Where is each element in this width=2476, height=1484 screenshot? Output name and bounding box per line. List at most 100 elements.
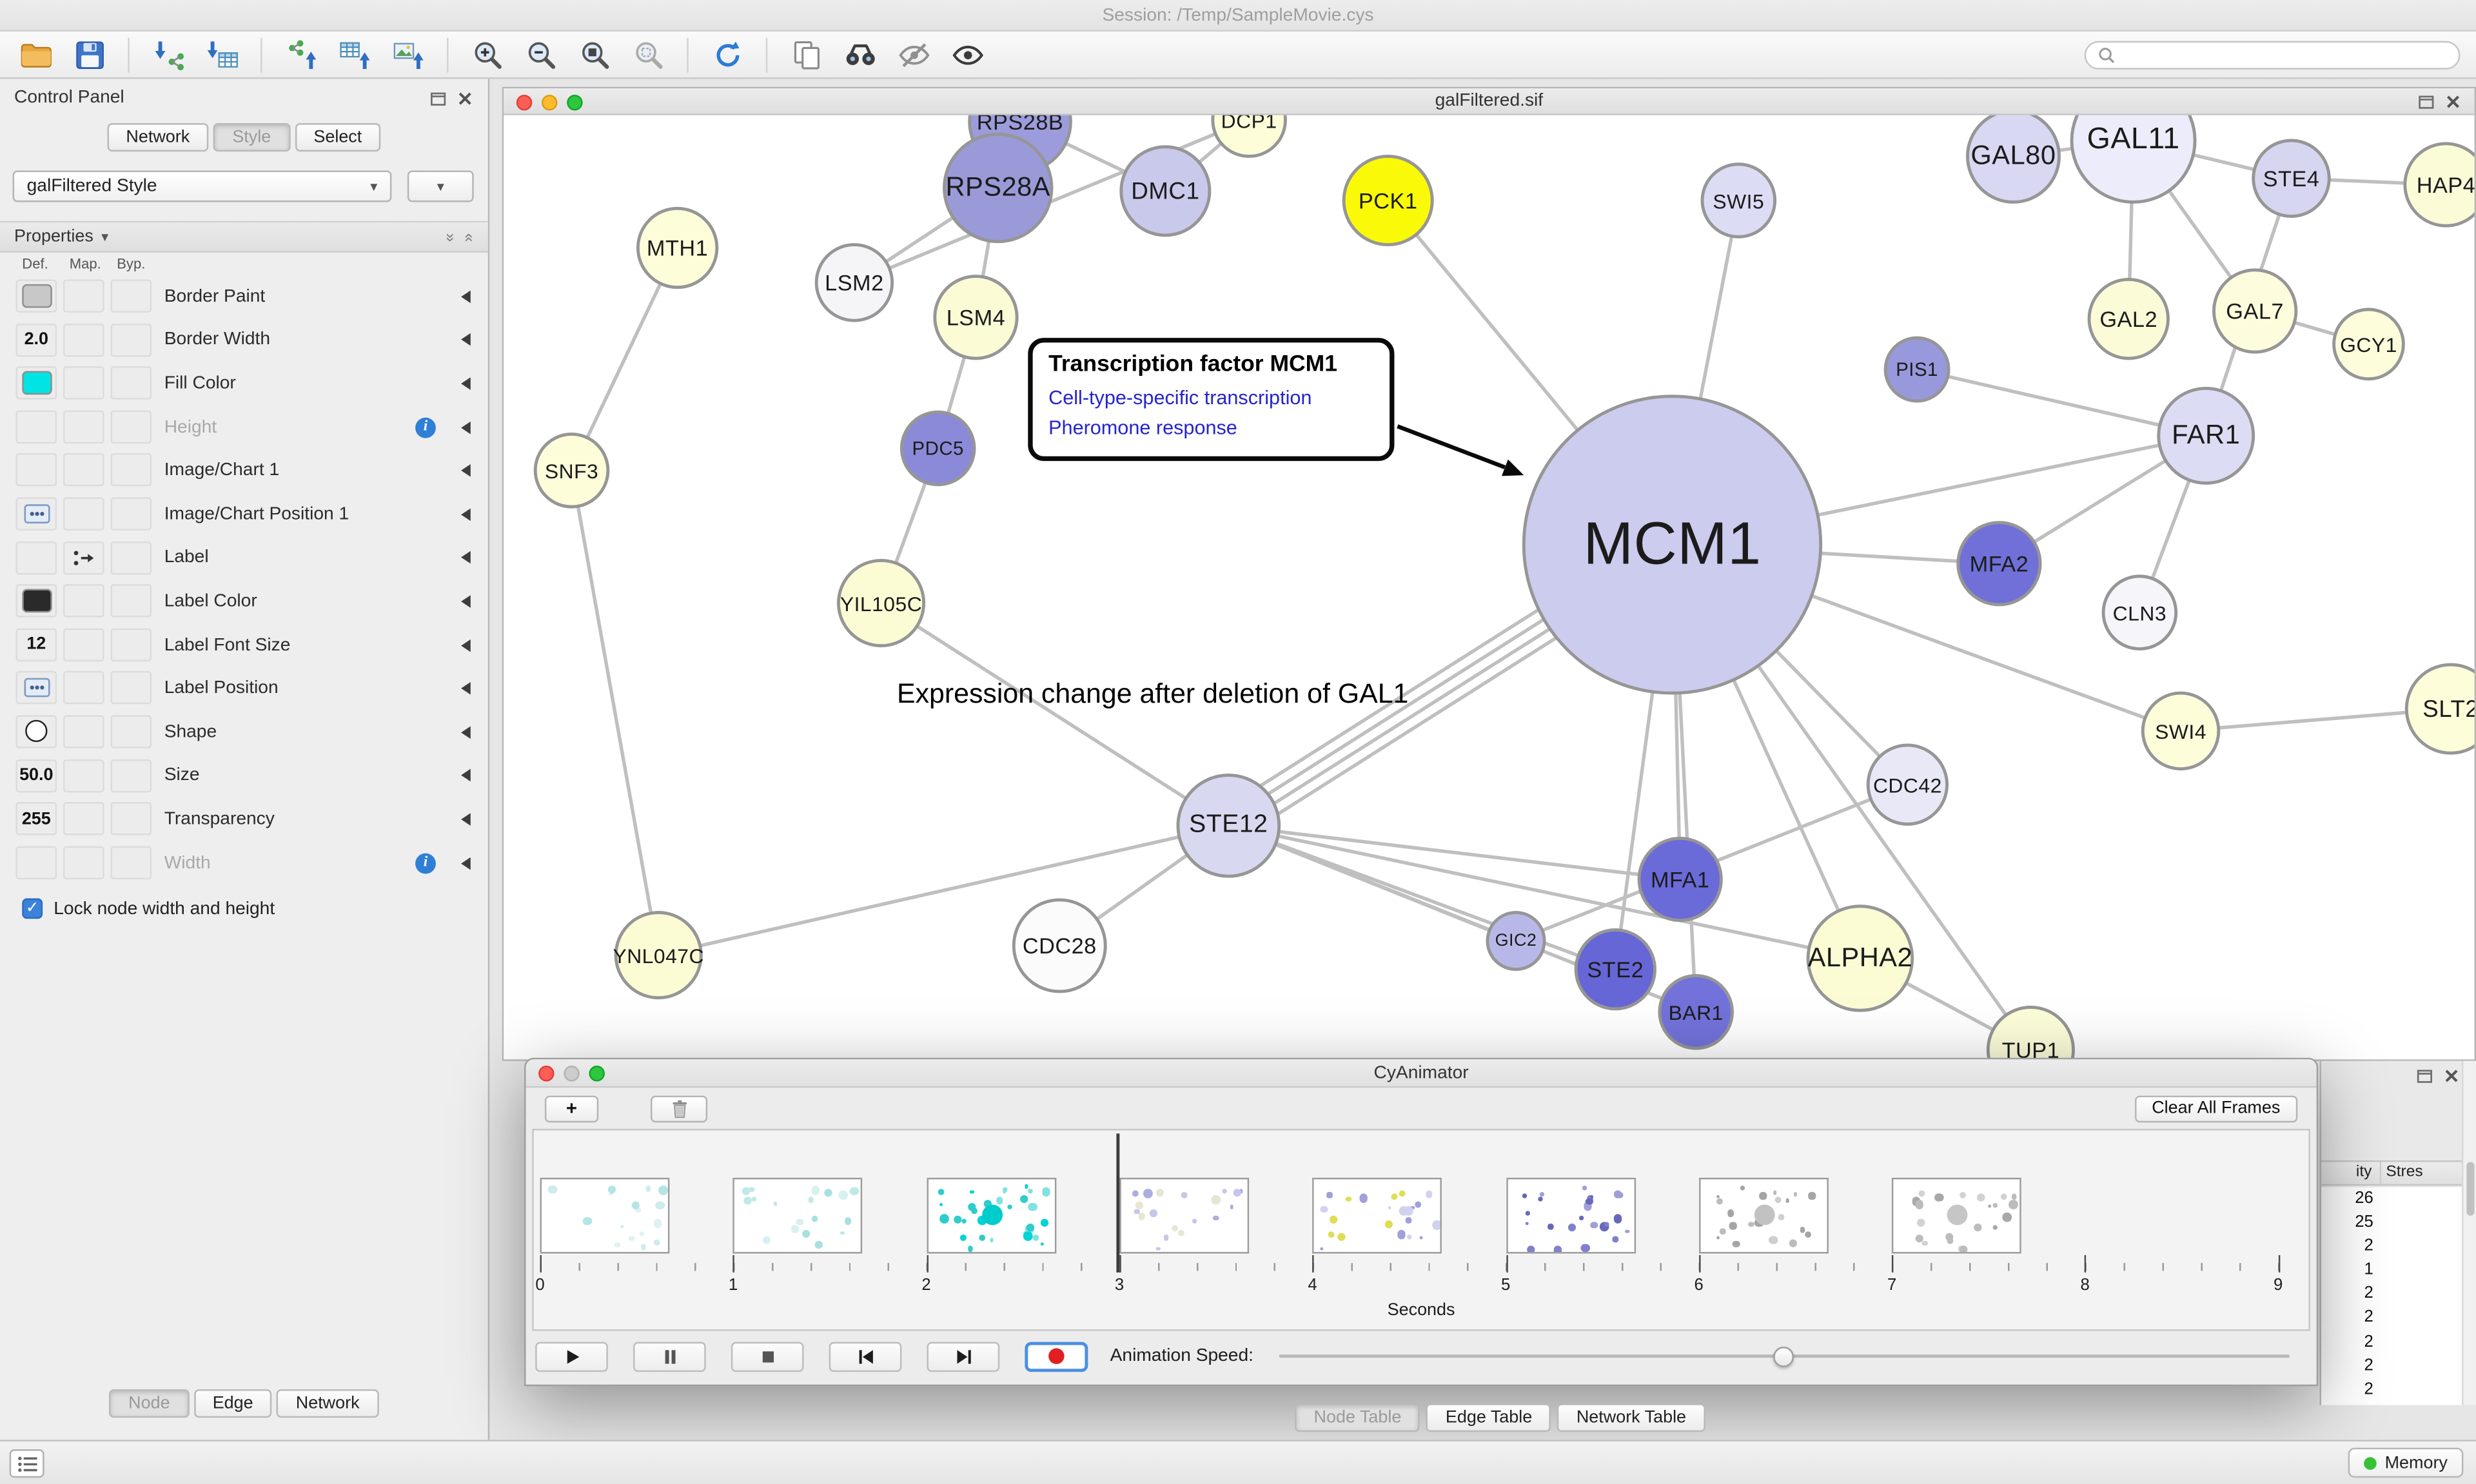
node-RPS28A[interactable]: RPS28A [943,132,1054,244]
mapping-cell[interactable] [63,715,104,748]
lock-size-row[interactable]: ✓ Lock node width and height [0,899,488,920]
table-row[interactable]: 2 [2321,1282,2463,1306]
node-CDC42[interactable]: CDC42 [1866,743,1949,826]
lock-size-checkbox[interactable]: ✓ [22,899,43,920]
node-GAL80[interactable]: GAL80 [1965,115,2061,204]
bypass-cell[interactable] [110,323,152,356]
zoom-in-icon[interactable] [467,35,507,74]
slider-thumb[interactable] [1774,1345,1794,1367]
bypass-cell[interactable] [110,540,152,574]
bypass-cell[interactable] [110,410,152,444]
prop-row-label-color[interactable]: Label Color [0,580,488,623]
close-panel-icon[interactable] [2443,1068,2461,1085]
panel-tab-node[interactable]: Node [109,1389,189,1418]
mapping-cell[interactable] [63,845,104,879]
default-value-cell[interactable] [15,845,57,879]
table-header-row[interactable]: ity Stres [2321,1160,2464,1186]
node-MFA2[interactable]: MFA2 [1956,521,2042,607]
node-STE4[interactable]: STE4 [2252,139,2331,218]
network-window-titlebar[interactable]: galFiltered.sif [504,88,2475,115]
frame-thumbnail-2[interactable] [926,1177,1056,1254]
default-value-cell[interactable]: 50.0 [15,758,57,792]
session-titlebar[interactable]: Session: /Temp/SampleMovie.cys [0,0,2476,32]
node-GIC2[interactable]: GIC2 [1486,911,1546,971]
frame-thumbnail-3[interactable] [1119,1177,1249,1254]
node-DMC1[interactable]: DMC1 [1119,145,1212,237]
play-button[interactable] [535,1341,608,1371]
find-icon[interactable] [840,35,879,74]
table-row[interactable]: 1 [2321,1259,2463,1283]
prop-row-label-position[interactable]: Label Position [0,667,488,710]
panel-tab-edge[interactable]: Edge [193,1389,273,1418]
minimize-window-button[interactable] [542,93,558,110]
close-window-button[interactable] [516,93,533,110]
column-header[interactable]: ity [2321,1162,2382,1184]
annotation-link[interactable]: Pheromone response [1048,416,1237,439]
edge-DCP1-LSM2[interactable] [853,118,1250,284]
node-GAL2[interactable]: GAL2 [2087,278,2170,360]
expand-property-icon[interactable] [461,813,471,826]
node-SWI4[interactable]: SWI4 [2141,691,2221,771]
previous-frame-button[interactable] [829,1341,902,1371]
mapping-cell[interactable] [63,671,104,705]
frame-thumbnail-4[interactable] [1312,1177,1442,1254]
table-row[interactable]: 2 [2321,1235,2463,1259]
frame-thumbnail-6[interactable] [1698,1177,1829,1254]
tab-style[interactable]: Style [213,123,290,152]
float-panel-icon[interactable] [2417,93,2435,110]
default-value-cell[interactable]: 12 [15,628,57,661]
table-tab-node-table[interactable]: Node Table [1295,1403,1420,1432]
bypass-cell[interactable] [110,802,152,835]
table-scrollbar[interactable] [2461,1060,2476,1405]
column-header[interactable]: Stres [2386,1163,2423,1181]
next-frame-button[interactable] [927,1341,1000,1371]
bypass-cell[interactable] [110,845,152,879]
scrollbar-thumb[interactable] [2466,1162,2474,1216]
info-icon[interactable]: i [415,852,436,874]
default-value-cell[interactable]: 255 [15,802,57,835]
record-button[interactable] [1025,1341,1088,1371]
float-panel-icon[interactable] [429,89,447,106]
export-image-icon[interactable] [388,35,427,74]
mapping-cell[interactable] [63,279,104,313]
pause-button[interactable] [633,1341,706,1371]
expand-property-icon[interactable] [461,290,471,303]
zoom-out-icon[interactable] [521,35,560,74]
default-value-cell[interactable] [15,584,57,618]
table-row[interactable]: 2 [2321,1306,2463,1330]
zoom-selected-icon[interactable] [629,35,668,74]
copy-icon[interactable] [787,35,826,74]
edge-SNF3-YNL047C[interactable] [569,470,660,956]
search-input[interactable] [2123,43,2448,66]
collapse-all-icon[interactable]: » [460,232,478,242]
node-SNF3[interactable]: SNF3 [533,433,610,509]
export-network-icon[interactable] [281,35,320,74]
expand-all-icon[interactable]: » [440,232,458,242]
table-tab-network-table[interactable]: Network Table [1557,1403,1705,1432]
save-session-icon[interactable] [70,35,109,74]
mapping-cell[interactable] [63,453,104,487]
close-panel-icon[interactable] [2444,93,2462,110]
expand-property-icon[interactable] [461,638,471,652]
mapping-cell[interactable] [63,410,104,444]
bypass-cell[interactable] [110,671,152,705]
panel-tab-network[interactable]: Network [277,1389,378,1418]
bypass-cell[interactable] [110,584,152,618]
node-CLN3[interactable]: CLN3 [2101,574,2178,650]
mapping-cell[interactable] [63,802,104,835]
mapping-cell[interactable] [63,758,104,792]
prop-row-image-chart-1[interactable]: Image/Chart 1 [0,449,488,493]
memory-button[interactable]: Memory [2348,1447,2464,1478]
minimize-window-button[interactable] [564,1066,580,1082]
info-icon[interactable]: i [415,416,436,438]
node-LSM4[interactable]: LSM4 [933,275,1019,360]
default-value-cell[interactable] [15,366,57,400]
mapping-cell[interactable] [63,628,104,661]
edge-STE12-MFA1[interactable] [1228,824,1681,881]
node-LSM2[interactable]: LSM2 [814,243,894,322]
edge-STE12-ALPHA2[interactable] [1228,824,1861,961]
